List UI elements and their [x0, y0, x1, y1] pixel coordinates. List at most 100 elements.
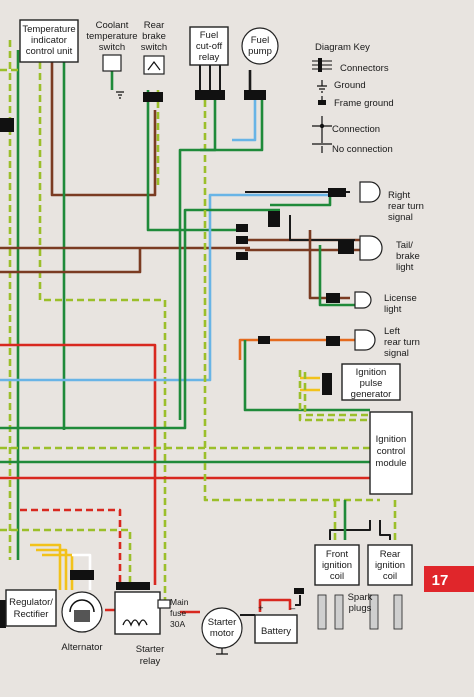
wire-orange: [238, 338, 355, 360]
fuse-line-2: fuse: [170, 608, 186, 618]
battery: + – Battery: [254, 588, 304, 644]
regulator-box: [5, 589, 57, 627]
wire-coils: [329, 520, 391, 540]
rear-coil-line-1: Rear: [380, 549, 401, 560]
starter-relay-line-2: relay: [140, 656, 161, 667]
temperature-indicator-unit: Temperature indicator control unit: [19, 19, 79, 63]
connector-relay: [195, 90, 225, 100]
wire-pulse: [300, 376, 320, 392]
connection-dot-icon: [319, 123, 325, 129]
battery-box: [254, 614, 298, 644]
wire-left-turn-green: [243, 340, 370, 412]
page-tab: 17: [424, 566, 474, 592]
wire-right-turn-green: [270, 195, 332, 207]
ground-icon: [116, 91, 124, 99]
connector-brake: [143, 92, 163, 102]
spark-plug-icon: [317, 594, 327, 630]
tail-line-3: light: [396, 262, 414, 273]
battery-plus: +: [258, 603, 264, 614]
regulator-rectifier: Regulator/ Rectifier: [5, 589, 57, 627]
bulb-icon: [359, 235, 383, 261]
connector-orange: [258, 336, 270, 344]
brake-line-2: brake: [142, 31, 166, 42]
ground-key-icon: [317, 80, 327, 93]
alternator: Alternator: [61, 591, 103, 653]
rear-coil-line-3: coil: [383, 571, 397, 582]
wire-red-main: [0, 343, 157, 585]
connector-mid-2: [236, 224, 248, 232]
spark-plug-icon: [369, 594, 379, 630]
pulse-line-2: pulse: [360, 378, 383, 389]
temp-line-2: indicator: [31, 35, 67, 46]
page-tab-shape: [424, 566, 474, 592]
fuel-cutoff-relay: Fuel cut-off relay: [189, 26, 229, 66]
fuel-relay-box: [189, 26, 229, 66]
ground-icon: [216, 648, 228, 655]
connector-right-turn: [328, 188, 346, 197]
spark-plugs: Spark plugs: [317, 592, 403, 630]
ignition-control-module: Ignition control module: [369, 411, 413, 495]
pulse-line-1: Ignition: [356, 367, 387, 378]
wire-batt-minus: [295, 595, 301, 606]
connector-left-turn: [326, 336, 340, 346]
wire-pump-3: [200, 100, 264, 152]
pump-line-2: pump: [248, 46, 272, 57]
battery-minus: –: [290, 603, 296, 614]
brake-line-3: switch: [141, 42, 167, 53]
relay-line-1: Fuel: [200, 30, 218, 41]
wire-temp-1: [38, 62, 167, 600]
rear-brake-switch: Rear brake switch: [141, 20, 167, 75]
brake-switch-body: [143, 55, 165, 75]
temp-line-3: control unit: [26, 46, 73, 57]
frame-ground-key-icon: [318, 100, 326, 105]
front-coil-box: [314, 544, 360, 586]
bulb-icon: [354, 329, 376, 351]
rear-coil-line-2: ignition: [375, 560, 405, 571]
license-line-1: License: [384, 293, 417, 304]
wire-green-horizontal: [0, 208, 280, 430]
connector-alternator: [70, 570, 94, 580]
front-coil-line-2: ignition: [322, 560, 352, 571]
fuse-icon: [157, 599, 171, 609]
connector-left-edge: [0, 118, 14, 132]
brake-line-1: Rear: [144, 20, 165, 31]
starter-relay-line-1: Starter: [136, 644, 165, 655]
license-line-2: light: [384, 304, 402, 315]
key-connectors: Connectors: [340, 63, 389, 74]
left-turn-line-1: Left: [384, 326, 400, 337]
right-rear-turn-signal: Right rear turn signal: [359, 181, 424, 223]
left-turn-line-3: signal: [384, 348, 409, 359]
coolant-line-1: Coolant: [96, 20, 129, 31]
plugs-line-2: plugs: [349, 603, 372, 614]
pulse-line-3: generator: [351, 389, 392, 400]
connector-starter-relay: [116, 582, 150, 590]
wire-yg-bottom: [0, 528, 132, 585]
coolant-line-2: temperature: [86, 31, 137, 42]
battery-label: Battery: [261, 626, 291, 637]
key-frame-ground: Frame ground: [334, 98, 394, 109]
wire-blue: [0, 193, 330, 382]
plugs-line-1: Spark: [348, 592, 373, 603]
connector-tail: [338, 240, 354, 254]
connector-left-bottom: [0, 600, 6, 628]
rear-coil-box: [367, 544, 413, 586]
page-number: 17: [432, 572, 449, 589]
pump-line-1: Fuel: [251, 35, 269, 46]
fuse-line-3: 30A: [170, 619, 185, 629]
alternator-core-icon: [74, 610, 90, 622]
key-connection: Connection: [332, 124, 380, 135]
front-ignition-coil: Front ignition coil: [314, 544, 360, 586]
fuel-pump: Fuel pump: [241, 27, 279, 65]
spark-plug-icon: [334, 594, 344, 630]
key-no-connection: No connection: [332, 144, 393, 155]
bulb-icon: [354, 291, 372, 309]
reg-line-2: Rectifier: [14, 609, 49, 620]
connector-key-lines: [312, 60, 332, 70]
ignition-pulse-generator: Ignition pulse generator: [341, 363, 401, 401]
alternator-label: Alternator: [61, 642, 102, 653]
bulb-icon: [359, 181, 381, 203]
icm-line-2: control: [377, 446, 406, 457]
motor-line-1: Starter: [208, 617, 237, 628]
connector-mid-3: [236, 236, 248, 244]
